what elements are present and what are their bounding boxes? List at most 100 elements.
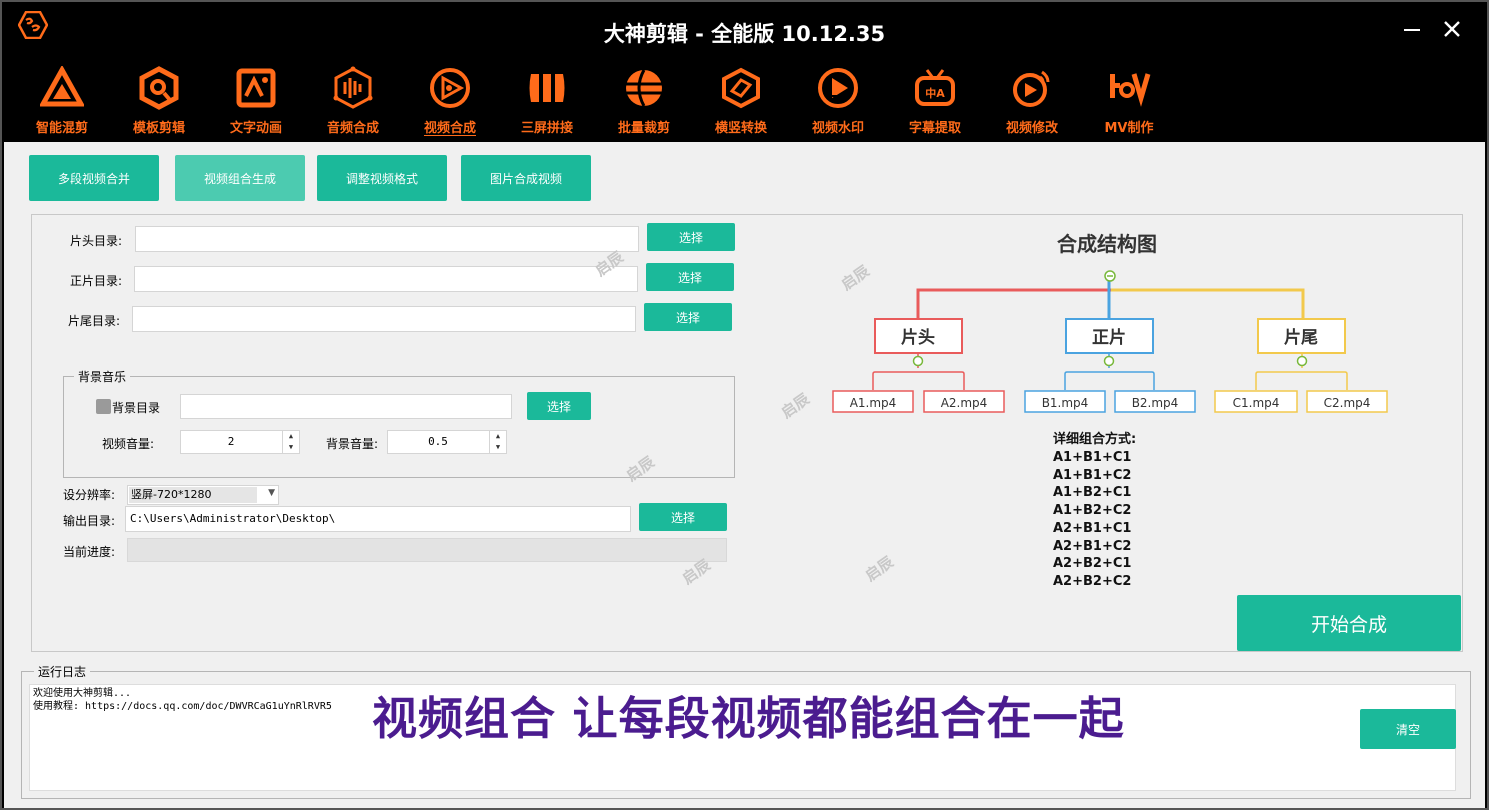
combo-item: A1+B2+C1 xyxy=(1053,485,1131,500)
progress-label: 当前进度: xyxy=(63,545,116,559)
output-dir-label: 输出目录: xyxy=(63,514,116,528)
connector-line xyxy=(916,288,1111,318)
video-volume-stepper[interactable]: 2 ▲ ▼ xyxy=(180,430,300,454)
log-group: 运行日志 欢迎使用大神剪辑... 使用教程: https://docs.qq.c… xyxy=(21,663,1471,799)
bgm-checkbox-label: 背景目录 xyxy=(112,401,161,415)
title-bar: 大神剪辑 - 全能版 10.12.35 xyxy=(2,2,1487,60)
tab-multi-segment-merge[interactable]: 多段视频合并 xyxy=(29,155,159,201)
combos-title: 详细组合方式: xyxy=(1053,431,1136,447)
tab-image-to-video[interactable]: 图片合成视频 xyxy=(461,155,591,201)
collapse-node-icon xyxy=(912,355,924,367)
bgm-group-label: 背景音乐 xyxy=(74,368,131,385)
nav-item-mv[interactable]: MV制作 xyxy=(1089,66,1169,138)
nav-item-video-merge[interactable]: 视频合成 xyxy=(410,66,490,138)
file-node-label: B1.mp4 xyxy=(1042,396,1089,410)
nav-label: 音频合成 xyxy=(326,121,379,136)
hexagon-template-icon xyxy=(139,66,179,110)
main-dir-input[interactable] xyxy=(134,266,638,292)
progress-bar xyxy=(127,538,727,562)
nav-item-audio-merge[interactable]: 音频合成 xyxy=(313,66,393,138)
nav-item-batch-crop[interactable]: 批量裁剪 xyxy=(604,66,684,138)
nav-item-subtitle[interactable]: 中A 字幕提取 xyxy=(895,66,975,138)
text-frame-icon xyxy=(236,68,276,108)
minimize-button[interactable] xyxy=(1399,16,1425,42)
nav-label: 视频水印 xyxy=(811,121,864,136)
bgm-volume-stepper[interactable]: 0.5 ▲ ▼ xyxy=(387,430,507,454)
bgm-dir-input[interactable] xyxy=(180,394,512,419)
main-dir-select-button[interactable]: 选择 xyxy=(646,263,734,291)
nav-item-orientation[interactable]: 横竖转换 xyxy=(701,66,781,138)
bgm-select-button[interactable]: 选择 xyxy=(527,392,591,420)
tail-node xyxy=(1257,318,1346,354)
clear-log-button[interactable]: 清空 xyxy=(1360,709,1456,749)
combo-item: A2+B2+C2 xyxy=(1053,574,1131,589)
tail-dir-select-button[interactable]: 选择 xyxy=(644,303,732,331)
triangle-logo-icon xyxy=(40,66,84,107)
log-line: 使用教程: https://docs.qq.com/doc/DWVRCaG1uY… xyxy=(33,701,332,712)
structure-diagram: 合成结构图 片头 正片 片尾 xyxy=(832,232,1388,589)
bgm-group: 背景音乐 背景目录 选择 视频音量: 2 ▲ ▼ 背景音量: 0.5 ▲ ▼ xyxy=(63,368,735,478)
combo-item: A2+B1+C2 xyxy=(1053,539,1131,554)
watermark: 启辰 xyxy=(777,389,813,422)
spin-up-icon[interactable]: ▲ xyxy=(489,431,506,442)
file-node xyxy=(1214,390,1298,413)
nav-label: 横竖转换 xyxy=(714,121,767,136)
file-node-label: C2.mp4 xyxy=(1324,396,1371,410)
file-node xyxy=(923,390,1005,413)
log-textarea[interactable]: 欢迎使用大神剪辑... 使用教程: https://docs.qq.com/do… xyxy=(29,684,1456,791)
audio-network-icon xyxy=(333,66,373,109)
nav-item-watermark[interactable]: 视频水印 xyxy=(798,66,878,138)
bgm-checkbox[interactable] xyxy=(96,399,111,414)
spin-down-icon[interactable]: ▼ xyxy=(282,442,299,453)
nav-label: 智能混剪 xyxy=(35,121,88,136)
nav-item-three-screen[interactable]: 三屏拼接 xyxy=(507,66,587,138)
video-volume-label: 视频音量: xyxy=(102,437,155,451)
chevron-down-icon: ▼ xyxy=(268,488,275,498)
nav-label: 视频修改 xyxy=(1005,121,1058,136)
file-node-label: A1.mp4 xyxy=(850,396,897,410)
watermark-play-icon xyxy=(818,68,858,108)
head-node xyxy=(874,318,963,354)
nav-label: 字幕提取 xyxy=(908,121,961,136)
nav-item-text-animation[interactable]: 文字动画 xyxy=(216,66,296,138)
mv-logo-icon xyxy=(1110,73,1151,107)
rotate-cube-icon xyxy=(722,67,760,109)
svg-text:中A: 中A xyxy=(925,86,945,100)
nav-label: 批量裁剪 xyxy=(617,121,670,136)
spin-up-icon[interactable]: ▲ xyxy=(282,431,299,442)
config-panel: 片头目录: 选择 正片目录: 选择 片尾目录: 选择 背景音乐 背景目录 选择 … xyxy=(31,214,1463,652)
head-dir-select-button[interactable]: 选择 xyxy=(647,223,735,251)
main-node-label: 正片 xyxy=(1092,327,1126,348)
connector-line xyxy=(1111,288,1305,318)
close-button[interactable] xyxy=(1439,16,1465,42)
three-screen-icon xyxy=(529,74,565,102)
video-volume-value: 2 xyxy=(227,435,235,448)
nav-item-video-edit[interactable]: 视频修改 xyxy=(992,66,1072,138)
start-merge-button[interactable]: 开始合成 xyxy=(1237,595,1461,651)
nav-label: 模板剪辑 xyxy=(132,121,185,136)
promo-banner-text: 视频组合 让每段视频都能组合在一起 xyxy=(372,692,1125,745)
tab-video-combination[interactable]: 视频组合生成 xyxy=(175,155,305,201)
tab-adjust-format[interactable]: 调整视频格式 xyxy=(317,155,447,201)
tail-dir-input[interactable] xyxy=(132,306,636,332)
head-dir-input[interactable] xyxy=(135,226,639,252)
file-node xyxy=(832,390,914,413)
output-dir-select-button[interactable]: 选择 xyxy=(639,503,727,531)
window-title: 大神剪辑 - 全能版 10.12.35 xyxy=(603,22,886,46)
resolution-select[interactable]: 竖屏-720*1280 ▼ xyxy=(127,485,279,505)
resolution-value: 竖屏-720*1280 xyxy=(129,487,257,503)
nav-label: 三屏拼接 xyxy=(520,121,573,136)
collapse-node-icon xyxy=(1103,355,1115,367)
main-dir-label: 正片目录: xyxy=(70,274,123,288)
combo-item: A1+B1+C1 xyxy=(1053,450,1131,465)
output-dir-input[interactable]: C:\Users\Administrator\Desktop\ xyxy=(125,506,631,532)
file-node-label: C1.mp4 xyxy=(1233,396,1280,410)
spin-down-icon[interactable]: ▼ xyxy=(489,442,506,453)
video-play-circle-icon xyxy=(430,68,470,108)
nav-item-smart-mix[interactable]: 智能混剪 xyxy=(22,66,102,138)
combo-item: A1+B1+C2 xyxy=(1053,468,1131,483)
video-edit-icon xyxy=(1013,70,1050,107)
nav-item-template-edit[interactable]: 模板剪辑 xyxy=(119,66,199,138)
tail-dir-label: 片尾目录: xyxy=(68,314,121,328)
